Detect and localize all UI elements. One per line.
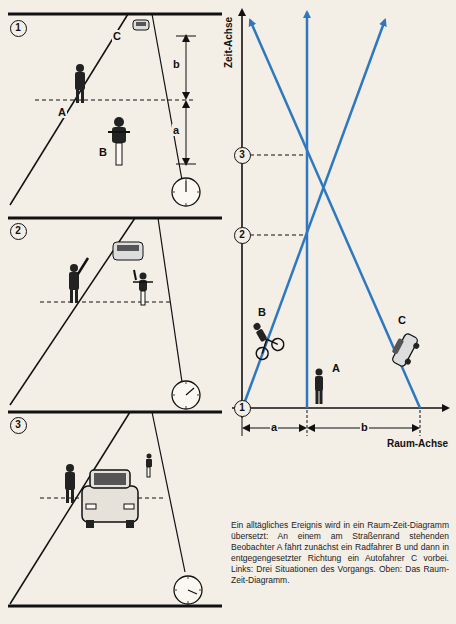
letter-label: b	[172, 58, 181, 70]
letter-label: a	[172, 124, 180, 136]
circle-number-text: 2	[239, 230, 245, 240]
circle-number-text: 3	[239, 150, 245, 160]
circle-number: 1	[234, 400, 251, 417]
circle-number-text: 1	[239, 403, 245, 413]
circle-number: 2	[234, 227, 251, 244]
letter-label: A	[331, 362, 341, 374]
letter-label: C	[397, 314, 407, 326]
letter-label: a	[270, 421, 278, 433]
circle-number: 2	[10, 223, 27, 240]
axis-label: Zeit-Achse	[224, 15, 235, 68]
letter-label: B	[98, 146, 108, 158]
circle-number-text: 1	[15, 23, 21, 33]
letter-label: b	[360, 421, 369, 433]
letter-label: A	[57, 106, 67, 118]
circle-number-text: 2	[15, 226, 21, 236]
circle-number: 3	[10, 417, 27, 434]
letter-label: B	[257, 306, 267, 318]
letter-label: C	[112, 30, 122, 42]
axis-label: Raum-Achse	[386, 438, 449, 449]
circle-number: 3	[234, 147, 251, 164]
circle-number: 1	[10, 20, 27, 37]
circle-number-text: 3	[15, 420, 21, 430]
caption: Ein alltägliches Ereignis wird in ein Ra…	[231, 520, 449, 586]
